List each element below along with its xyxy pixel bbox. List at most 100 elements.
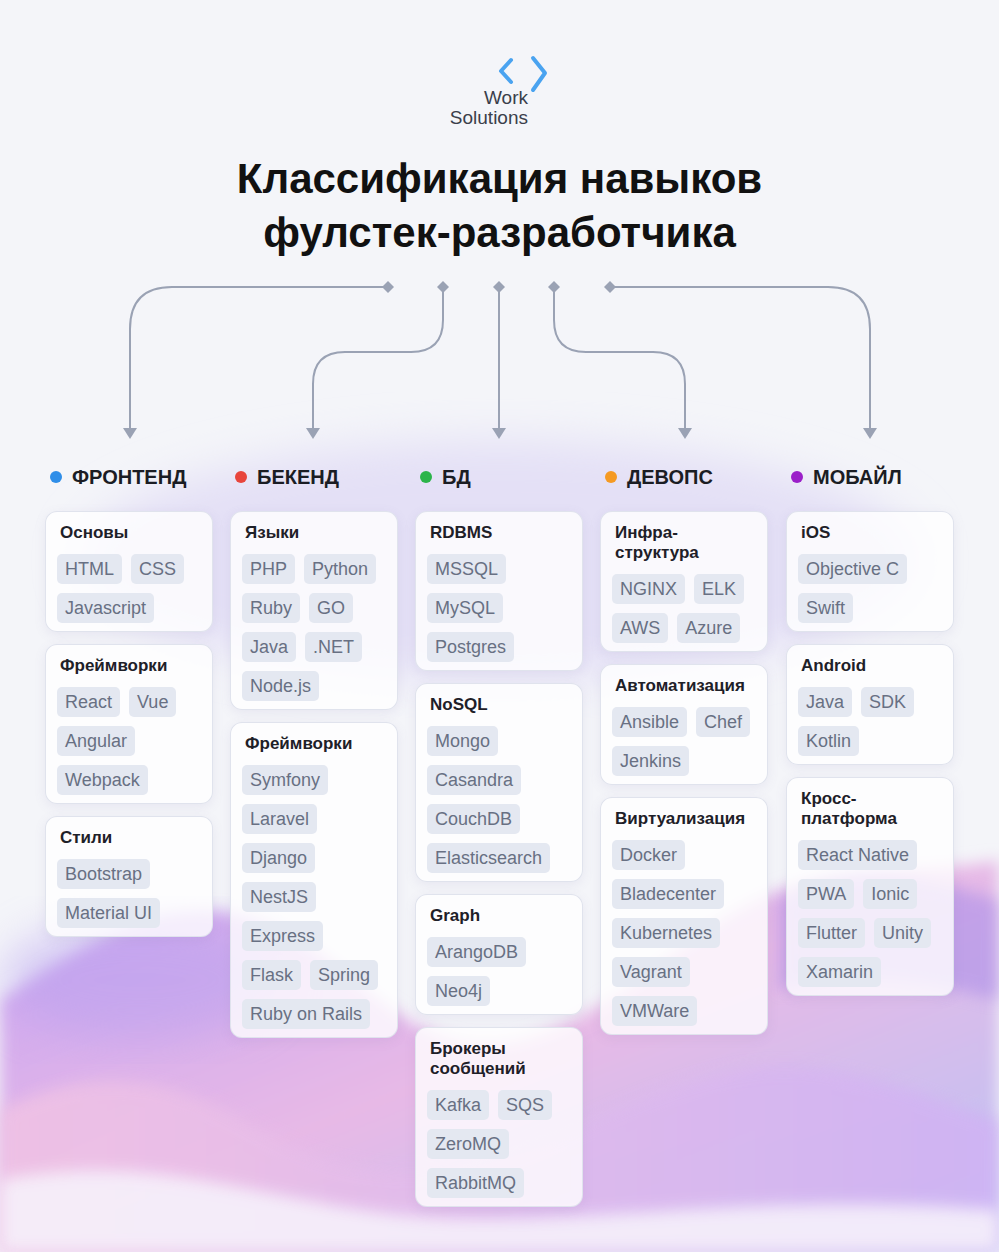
skill-name: Unity <box>882 923 923 943</box>
group-heading: Стили <box>60 828 202 848</box>
group-heading: Основы <box>60 523 202 543</box>
skill-tag: Xamarin <box>798 957 881 987</box>
skill-name: CSS <box>139 559 176 579</box>
skill-group-card: ФреймворкиReactVueAngularWebpack <box>45 644 213 804</box>
skill-tag: Node.js <box>242 671 319 701</box>
skill-name: Neo4j <box>435 981 482 1001</box>
skill-name: Vue <box>137 692 168 712</box>
skill-group-card: ОсновыHTML CSS Javascript <box>45 511 213 632</box>
skill-name: Flutter <box>806 923 857 943</box>
skill-group-card: ФреймворкиSymfonyLaravelDjangoNestJSExpr… <box>230 722 398 1038</box>
skill-tag: .NET <box>305 632 362 662</box>
skill-name: ZeroMQ <box>435 1134 501 1154</box>
skill-group-card: ВиртуализацияDockerBladecenterKubernetes… <box>600 797 768 1035</box>
skill-tag: Angular <box>57 726 135 756</box>
skill-name: MSSQL <box>435 559 498 579</box>
branch-diamond <box>604 281 616 293</box>
skill-group-card: RDBMSMSSQLMySQLPostgres <box>415 511 583 671</box>
skill-tag: MSSQL <box>427 554 506 584</box>
skill-name: Express <box>250 926 315 946</box>
skill-name: Ansible <box>620 712 679 732</box>
skill-group-card: Кросс- платформаReact NativePWAIonicFlut… <box>786 777 954 996</box>
skill-tag: Bootstrap <box>57 859 150 889</box>
skill-tag: Flutter <box>798 918 865 948</box>
arrow-head <box>123 428 137 439</box>
group-heading: Фреймворки <box>60 656 202 676</box>
skill-group-card: Брокеры сообщенийKafkaSQSZeroMQRabbitMQ <box>415 1027 583 1207</box>
page-title: Классификация навыков фулстек-разработчи… <box>180 152 819 260</box>
arrow-head <box>678 428 692 439</box>
skill-name: Django <box>250 848 307 868</box>
skill-tag: SDK <box>861 687 914 717</box>
skill-name: SDK <box>869 692 906 712</box>
skill-tag: Express <box>242 921 323 951</box>
skill-name: Angular <box>65 731 127 751</box>
skill-name: Swift <box>806 598 845 618</box>
skill-name: NestJS <box>250 887 308 907</box>
skill-tag: Objective C <box>798 554 907 584</box>
skill-name: HTML <box>65 559 114 579</box>
skill-name: Xamarin <box>806 962 873 982</box>
skill-tag: Ansible <box>612 707 687 737</box>
skill-group-card: GraphArangoDBNeo4j <box>415 894 583 1015</box>
skill-tag: Neo4j <box>427 976 490 1006</box>
skill-tag: Mongo <box>427 726 498 756</box>
category-dot <box>420 471 432 483</box>
category-dot <box>605 471 617 483</box>
group-heading: iOS <box>801 523 943 543</box>
skill-name: Ruby on Rails <box>250 1004 362 1024</box>
skill-name: Material UI <box>65 903 152 923</box>
skill-name: Docker <box>620 845 677 865</box>
skill-name: AWS <box>620 618 660 638</box>
group-heading: Фреймворки <box>245 734 387 754</box>
arrow-head <box>306 428 320 439</box>
skill-tag: PHP <box>242 554 295 584</box>
skill-name: PWA <box>806 884 846 904</box>
skill-tag: Webpack <box>57 765 148 795</box>
skill-tag: CSS <box>131 554 184 584</box>
branch-line <box>313 287 443 432</box>
skill-name: React Native <box>806 845 909 865</box>
skill-tag: PWA <box>798 879 854 909</box>
skill-tag: MySQL <box>427 593 503 623</box>
skill-tag: Kotlin <box>798 726 859 756</box>
category-dot <box>235 471 247 483</box>
group-heading: Языки <box>245 523 387 543</box>
group-heading: Автоматизация <box>615 676 757 696</box>
skill-group-card: AndroidJavaSDKKotlin <box>786 644 954 765</box>
skill-name: GO <box>317 598 345 618</box>
skill-tag: NGINX <box>612 574 685 604</box>
skill-name: ELK <box>702 579 736 599</box>
group-heading: Android <box>801 656 943 676</box>
skill-tag: SQS <box>498 1090 552 1120</box>
group-heading: RDBMS <box>430 523 572 543</box>
skill-tag: Elasticsearch <box>427 843 550 873</box>
skill-tag: AWS <box>612 613 668 643</box>
skill-name: Symfony <box>250 770 320 790</box>
skill-tag: ELK <box>694 574 744 604</box>
skill-name: Kafka <box>435 1095 481 1115</box>
skill-tag: Swift <box>798 593 853 623</box>
skill-tag: HTML <box>57 554 122 584</box>
logo-brackets <box>501 58 545 90</box>
arrow-head <box>863 428 877 439</box>
skill-group-card: ЯзыкиPHP PythonRuby GO Java .NET Node.js <box>230 511 398 710</box>
skill-name: Kotlin <box>806 731 851 751</box>
skill-tag: Ruby <box>242 593 300 623</box>
category-heading: БЕКЕНД <box>257 465 339 489</box>
skill-name: Casandra <box>435 770 513 790</box>
skill-name: Javascript <box>65 598 146 618</box>
skill-tag: Unity <box>874 918 931 948</box>
skill-name: Java <box>250 637 288 657</box>
category-heading: ДЕВОПС <box>627 465 713 489</box>
skill-name: Jenkins <box>620 751 681 771</box>
skill-tag: Bladecenter <box>612 879 724 909</box>
skill-tag: Python <box>304 554 376 584</box>
skill-group-card: АвтоматизацияAnsibleChefJenkins <box>600 664 768 785</box>
skill-name: Objective C <box>806 559 899 579</box>
skill-tag: ArangoDB <box>427 937 526 967</box>
skill-tag: CouchDB <box>427 804 520 834</box>
skill-tag: Jenkins <box>612 746 689 776</box>
branch-diamond <box>437 281 449 293</box>
